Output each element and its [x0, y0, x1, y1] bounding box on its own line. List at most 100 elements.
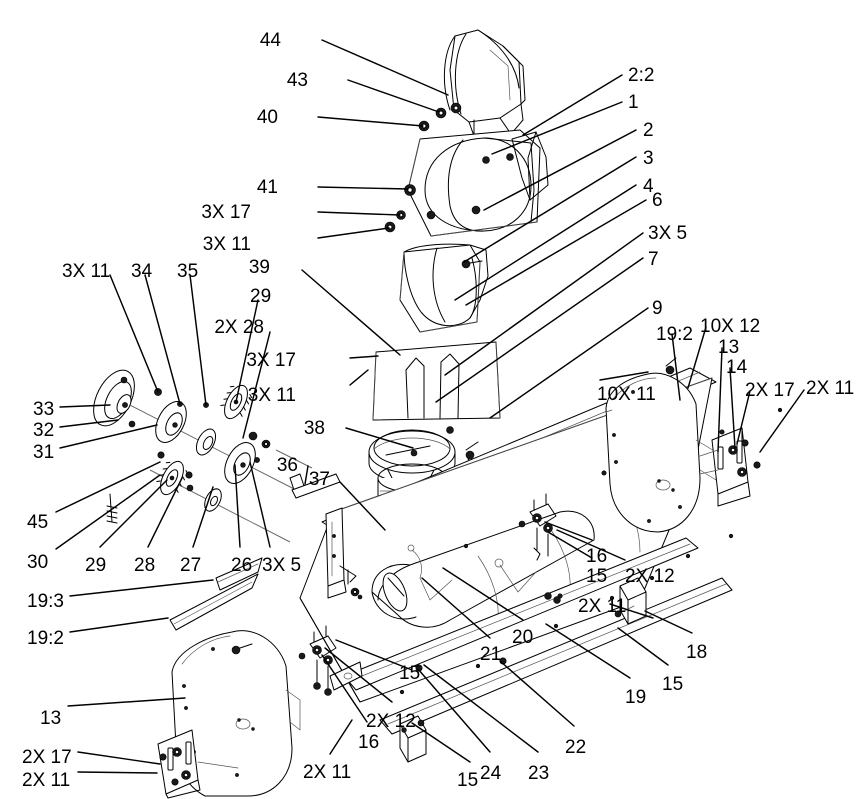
leader-line-24 — [417, 668, 491, 753]
shoe-bracket-right — [614, 577, 647, 625]
callout-c9: 9 — [652, 298, 663, 319]
callout-c15d: 15 — [457, 770, 479, 791]
callout-c2: 2 — [643, 120, 654, 141]
callout-c34: 34 — [131, 261, 153, 282]
callout-c15c: 15 — [399, 663, 421, 684]
callout-c13a: 13 — [718, 337, 740, 358]
leader-line-35 — [189, 274, 207, 406]
callout-c30: 30 — [27, 552, 49, 573]
shear-pin-19-3 — [215, 557, 263, 591]
leader-line-44 — [321, 39, 449, 96]
side-disk-right — [605, 357, 717, 533]
callout-c41: 41 — [256, 177, 278, 198]
callout-c45: 45 — [27, 512, 49, 533]
callout-c2x11a: 2X 11 — [806, 378, 855, 399]
callout-leader-lines — [55, 39, 805, 774]
leader-line-34 — [144, 274, 181, 405]
callout-c2x11c: 2X 11 — [303, 762, 352, 783]
callout-c24: 24 — [480, 763, 502, 784]
callout-c3x11a: 3X 11 — [202, 234, 251, 255]
leader-line-43 — [347, 79, 440, 113]
callout-c2x28: 2X 28 — [214, 317, 264, 338]
leader-line-39 — [301, 269, 401, 356]
leader-line-16 — [544, 521, 593, 541]
callout-c28: 28 — [134, 555, 156, 576]
leader-line-31 — [59, 424, 158, 449]
leader-line-2 — [483, 129, 637, 211]
leader-line-6 — [465, 199, 647, 306]
callout-c16a: 16 — [586, 546, 608, 567]
callout-c10x11: 10X 11 — [597, 384, 656, 405]
leader-line-30 — [55, 474, 161, 550]
callout-c13b: 13 — [40, 708, 62, 729]
leader-line-18 — [644, 610, 693, 634]
callout-c32: 32 — [33, 420, 55, 441]
callout-c31: 31 — [33, 442, 55, 463]
leader-line-15 — [617, 627, 669, 666]
callout-c2x12a: 2X 12 — [625, 566, 675, 587]
callout-c2x17b: 2X 17 — [22, 747, 72, 768]
leader-line-3X_17 — [317, 211, 401, 216]
leader-line-3X_11 — [317, 227, 390, 239]
callout-c1: 1 — [628, 92, 639, 113]
leader-line-3 — [463, 156, 637, 263]
chute-middle-section — [399, 243, 489, 333]
leader-line-22 — [499, 660, 575, 727]
leader-line-3X_5 — [444, 232, 644, 376]
callout-c23: 23 — [528, 763, 550, 784]
leader-line-1 — [491, 101, 623, 155]
callout-c36: 36 — [276, 455, 298, 476]
fastener-44-mount — [450, 102, 462, 114]
leader-line-2_2 — [522, 74, 623, 136]
leader-line-23 — [423, 664, 539, 753]
leader-line-10X_11 — [599, 371, 649, 381]
callout-c3x11b: 3X 11 — [247, 385, 296, 406]
leader-line-21 — [421, 577, 491, 639]
housing-fasteners — [350, 407, 783, 695]
callout-c3x11c: 3X 11 — [62, 261, 111, 282]
leader-line-2X_12 — [556, 529, 626, 561]
callout-c19: 19 — [625, 687, 647, 708]
leader-line-15 — [411, 722, 471, 763]
callout-c19_2b: 19:2 — [656, 324, 693, 345]
callout-c2x11b: 2X 11 — [578, 596, 627, 617]
callout-c33: 33 — [33, 399, 55, 420]
callout-c2x2: 2:2 — [628, 65, 655, 86]
callout-c10x12: 10X 12 — [700, 316, 761, 337]
callout-c2x17a: 2X 17 — [745, 380, 795, 401]
callout-c16b: 16 — [358, 732, 380, 753]
leader-line-36 — [304, 465, 309, 485]
left-mount-bracket — [157, 729, 239, 799]
callout-c15e: 15 — [662, 674, 684, 695]
leader-line-4 — [454, 184, 637, 301]
leader-line-2X_11 — [609, 603, 654, 619]
leader-line-16 — [321, 654, 368, 723]
leader-line-3X_11 — [349, 369, 369, 386]
callout-c3x17b: 3X 17 — [246, 350, 296, 371]
leader-line-45 — [55, 461, 161, 513]
drive-shaft-upper — [93, 369, 313, 493]
callout-c37: 37 — [308, 469, 330, 490]
callout-c44: 44 — [259, 30, 281, 51]
callout-c21: 21 — [480, 644, 502, 665]
leader-line-15 — [335, 639, 413, 671]
callout-c40: 40 — [256, 107, 278, 128]
callout-c29a: 29 — [250, 286, 272, 307]
leader-line-2X_11 — [329, 719, 353, 755]
leader-line-20 — [442, 567, 524, 621]
leader-line-28 — [147, 477, 183, 548]
chute-upper-panel — [407, 129, 549, 237]
leader-line-13 — [67, 697, 186, 707]
callout-c39: 39 — [248, 257, 270, 278]
leader-line-29 — [99, 479, 168, 548]
leader-line-2X_12 — [324, 647, 393, 703]
callout-c3: 3 — [643, 148, 654, 169]
callout-c7: 7 — [648, 249, 659, 270]
callout-c29b: 29 — [85, 555, 107, 576]
leader-line-2X_11 — [77, 771, 158, 774]
leader-line-19_3 — [69, 579, 214, 597]
leader-line-2X_17 — [736, 390, 751, 445]
chute-lower-skirt — [372, 341, 501, 421]
